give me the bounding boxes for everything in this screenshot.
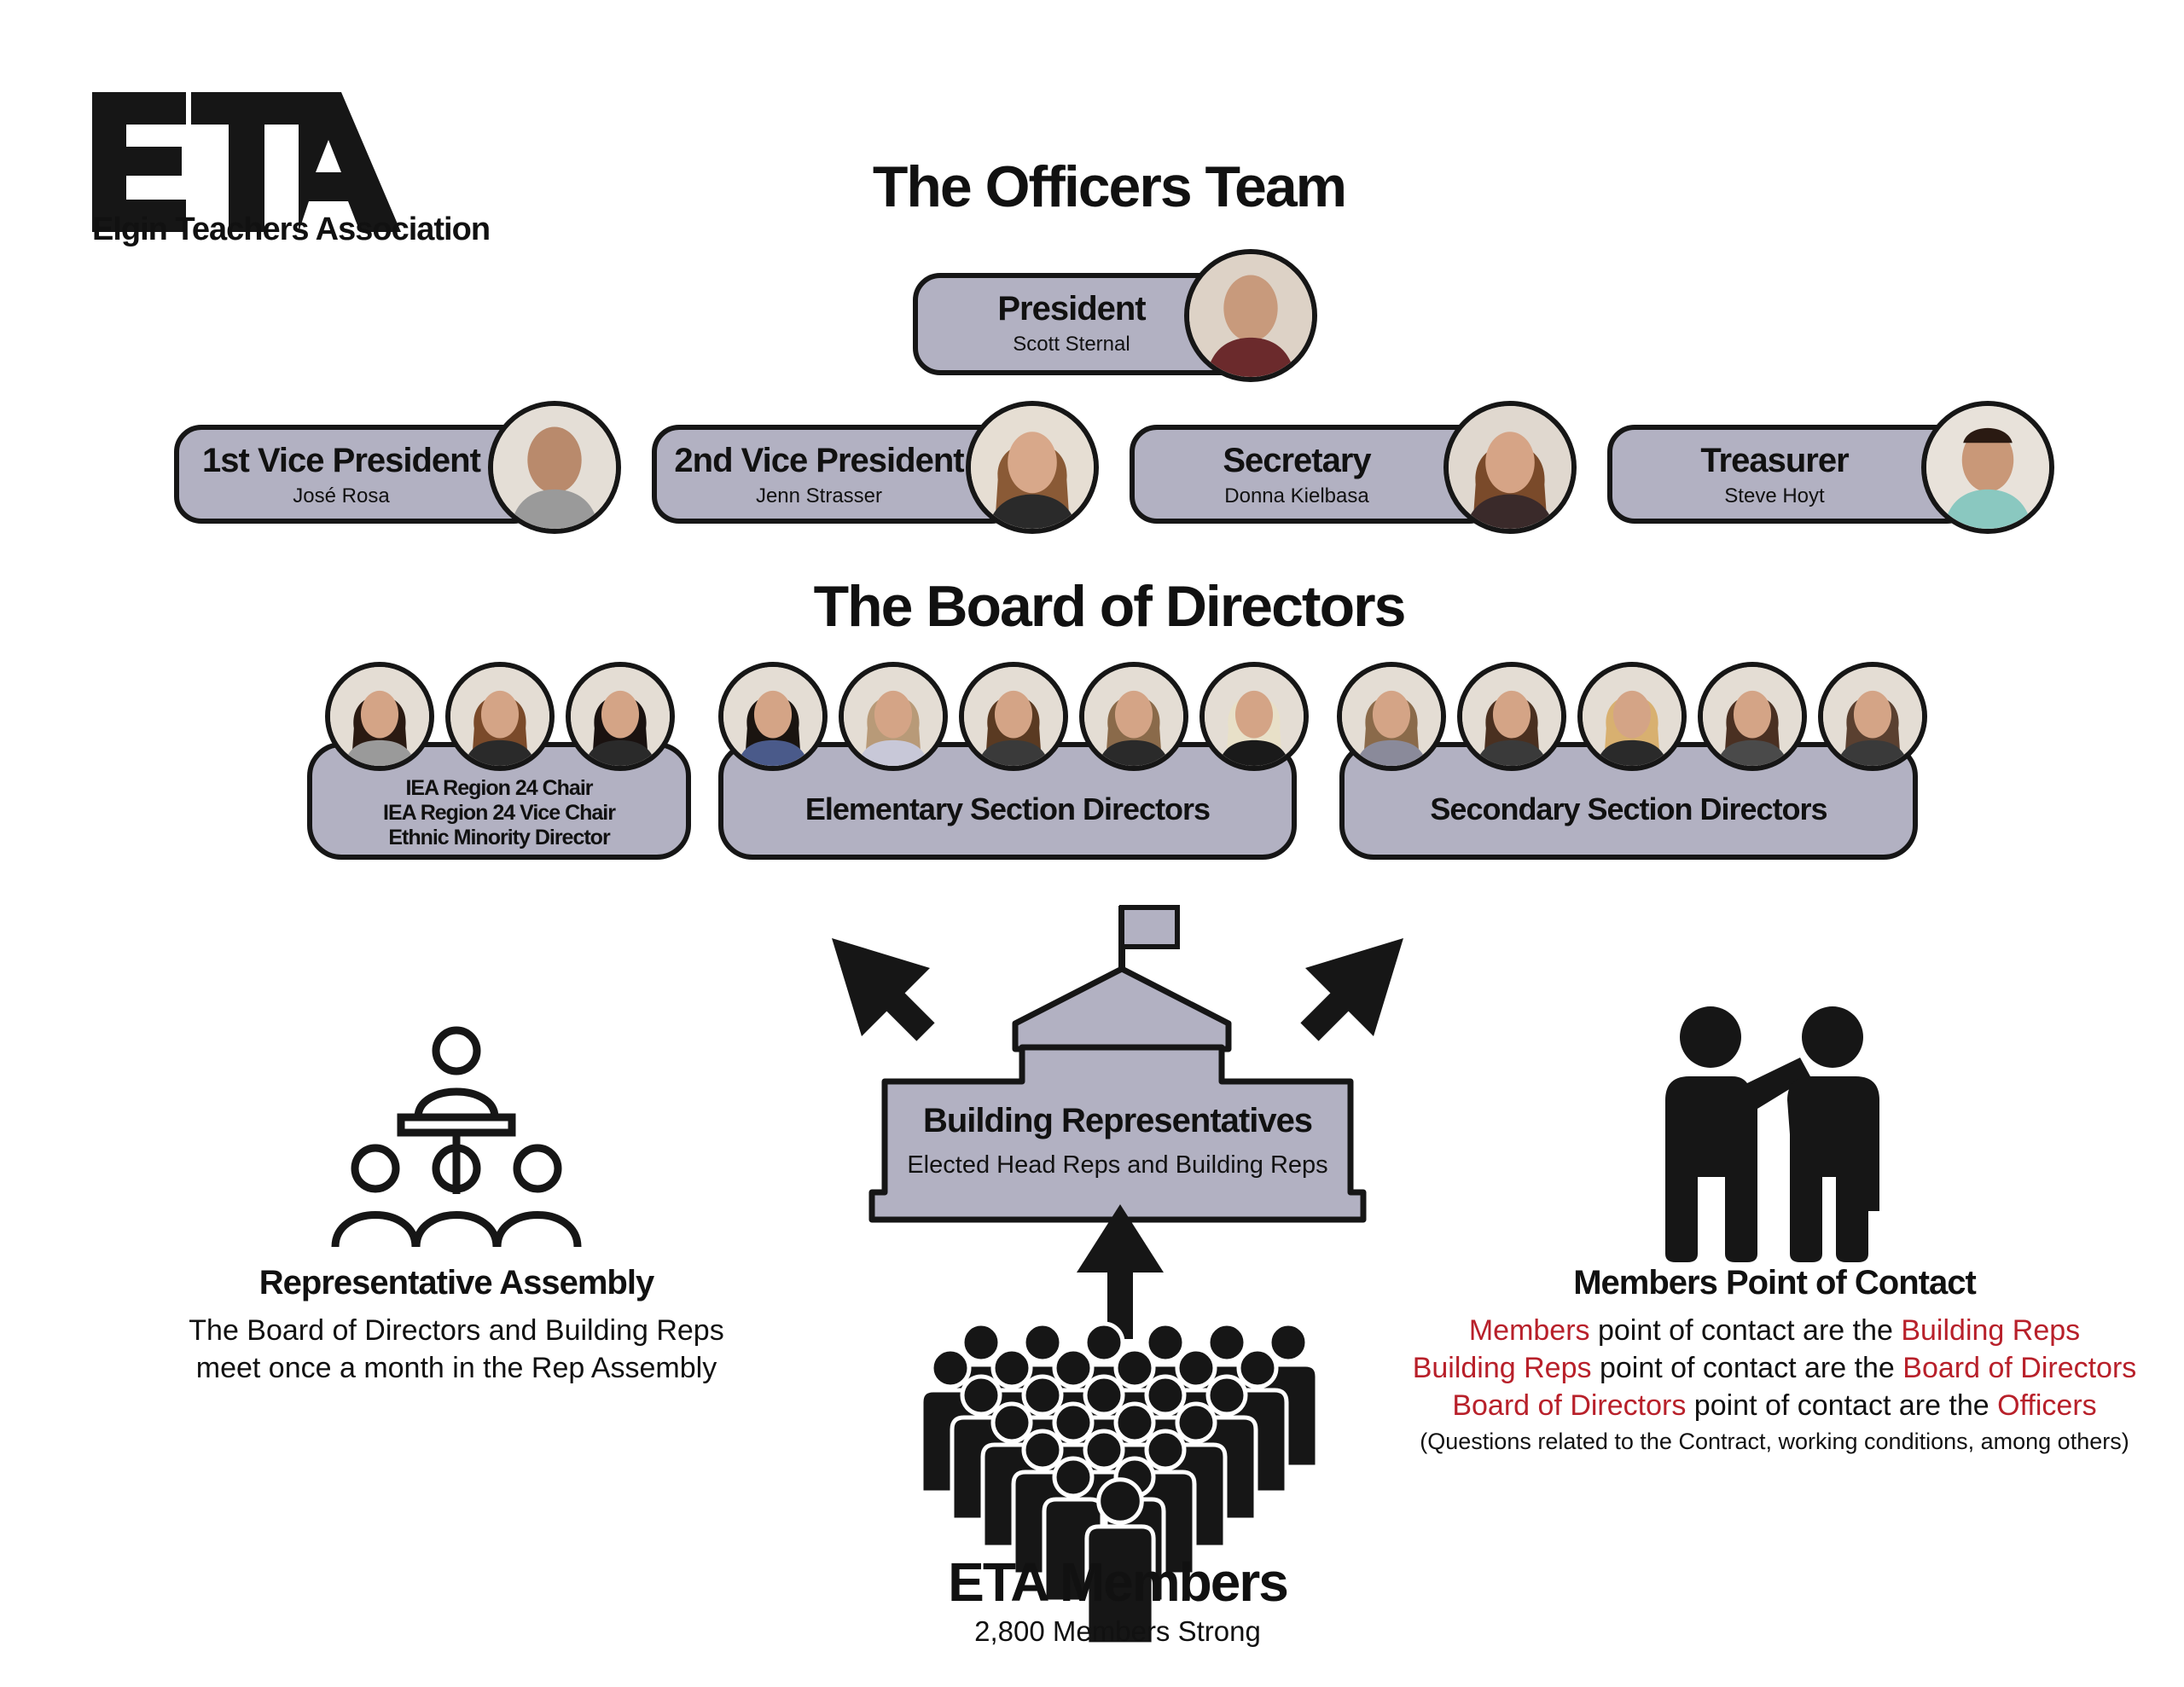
board-member-photo <box>1457 662 1566 771</box>
board-line-region-chair: IEA Region 24 Chair <box>405 776 593 800</box>
logo-org-name: Elgin Teachers Association <box>92 212 491 247</box>
rep-assembly-line-1: The Board of Directors and Building Reps <box>189 1314 724 1347</box>
contact-title: Members Point of Contact <box>1573 1264 1977 1301</box>
board-member-photo <box>718 662 828 771</box>
members-crowd-icon <box>919 1321 1320 1647</box>
president-name: Scott Sternal <box>1013 333 1130 356</box>
member-silhouette <box>1084 1477 1156 1647</box>
point-of-contact-icon <box>1665 1006 1879 1262</box>
board-group-elementary-label: Elementary Section Directors <box>804 791 1211 826</box>
school-building-icon <box>868 905 1367 1223</box>
president-role: President <box>997 290 1146 328</box>
board-line-ethnic-minority: Ethnic Minority Director <box>388 826 610 849</box>
contact-row-3: Board of Directors point of contact are … <box>1452 1389 2097 1422</box>
contact-note: (Questions related to the Contract, work… <box>1420 1429 2129 1454</box>
officer-name-2: Jenn Strasser <box>755 484 883 507</box>
arrow-up-left-icon <box>832 938 935 1041</box>
officer-photo-1 <box>488 401 621 534</box>
rep-assembly-title: Representative Assembly <box>258 1264 654 1301</box>
officer-name-3: Donna Kielbasa <box>1224 484 1369 507</box>
officer-role-2: 2nd Vice President <box>674 442 964 479</box>
board-member-photo <box>839 662 948 771</box>
board-member-photo <box>1698 662 1807 771</box>
board-member-photo <box>1199 662 1309 771</box>
rep-assembly-line-2: meet once a month in the Rep Assembly <box>195 1352 717 1384</box>
arrow-up-icon <box>1077 1204 1164 1339</box>
officer-card-1: 1st Vice President José Rosa <box>174 425 541 524</box>
board-group-regional-label: IEA Region 24 Chair IEA Region 24 Vice C… <box>312 776 686 850</box>
board-member-photo <box>325 662 434 771</box>
contact-row-1: Members point of contact are the Buildin… <box>1468 1314 2081 1347</box>
rep-assembly-icon <box>331 1026 582 1248</box>
board-member-photo <box>566 662 675 771</box>
president-photo <box>1184 249 1317 382</box>
board-member-photo <box>1577 662 1687 771</box>
officer-role-1: 1st Vice President <box>202 442 481 479</box>
officer-card-3: Secretary Donna Kielbasa <box>1130 425 1496 524</box>
building-reps-subtitle: Elected Head Reps and Building Reps <box>907 1151 1328 1179</box>
officer-photo-4 <box>1921 401 2054 534</box>
officer-photo-2 <box>966 401 1099 534</box>
officer-card-4: Treasurer Steve Hoyt <box>1607 425 1974 524</box>
officer-name-4: Steve Hoyt <box>1724 484 1825 507</box>
board-member-photo <box>1337 662 1446 771</box>
board-member-photo <box>1079 662 1188 771</box>
contact-rows: Members point of contact are the Buildin… <box>1399 1312 2150 1458</box>
building-reps-title: Building Representatives <box>922 1102 1313 1139</box>
arrow-up-right-icon <box>1300 938 1403 1041</box>
officers-title: The Officers Team <box>872 154 1347 219</box>
officer-photo-3 <box>1443 401 1577 534</box>
members-subtitle: 2,800 Members Strong <box>974 1615 1261 1647</box>
board-member-photo <box>445 662 555 771</box>
board-group-secondary-label: Secondary Section Directors <box>1430 791 1827 826</box>
board-member-photo <box>1818 662 1927 771</box>
members-title: ETA Members <box>948 1551 1289 1613</box>
board-title: The Board of Directors <box>813 574 1407 639</box>
officer-role-4: Treasurer <box>1700 442 1849 479</box>
board-line-region-vice-chair: IEA Region 24 Vice Chair <box>383 801 616 825</box>
eta-logo <box>92 92 401 232</box>
officer-card-2: 2nd Vice President Jenn Strasser <box>652 425 1019 524</box>
officer-role-3: Secretary <box>1223 442 1371 479</box>
contact-row-2: Building Reps point of contact are the B… <box>1412 1352 2137 1384</box>
officer-name-1: José Rosa <box>293 484 390 507</box>
board-member-photo <box>959 662 1068 771</box>
rep-assembly-body: The Board of Directors and Building Reps… <box>171 1312 742 1387</box>
